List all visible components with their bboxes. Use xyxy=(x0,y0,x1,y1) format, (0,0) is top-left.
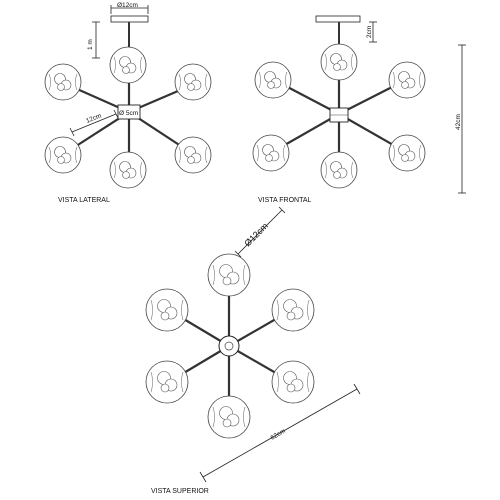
globe-upper-left-frontal xyxy=(254,61,292,99)
total-height-label: 42cm xyxy=(455,114,462,130)
canopy-diameter-label: Ø12cm xyxy=(117,2,138,9)
globe-bottom xyxy=(109,151,147,189)
globe-upper-left-superior xyxy=(145,288,189,332)
globe-top xyxy=(109,46,147,84)
globe-upper-left xyxy=(44,63,82,101)
globe-lower-right-superior xyxy=(271,360,315,404)
globe-lower-left xyxy=(44,136,82,174)
globe-lower-right xyxy=(174,136,212,174)
globe-top-frontal xyxy=(320,43,358,81)
rod-lateral-label: 1 m xyxy=(87,39,94,50)
hub-diameter-label: Ø 5cm xyxy=(119,110,138,117)
canopy-frontal xyxy=(315,15,361,23)
lateral-title: VISTA LATERAL xyxy=(58,197,110,204)
globe-upper-right-frontal xyxy=(388,61,426,99)
hub xyxy=(117,104,141,120)
frontal-view: 2cm VISTA FRONTAL 42cm xyxy=(252,15,466,204)
lateral-view: Ø12cm 1 m Ø 5cm 12cm VISTA LATERAL xyxy=(44,2,212,204)
superior-title: VISTA SUPERIOR xyxy=(151,488,209,495)
globe-upper-right-superior xyxy=(271,288,315,332)
globe-top-superior xyxy=(207,253,251,297)
globe-lower-left-frontal xyxy=(252,134,290,172)
globe-bottom-superior xyxy=(207,395,251,439)
globe-diameter-label: Ø12cm xyxy=(242,221,270,249)
globe-lower-right-frontal xyxy=(388,134,426,172)
rod-frontal-label: 2cm xyxy=(366,26,373,38)
globe-bottom-frontal xyxy=(320,151,358,189)
top-view: Ø12cm 62cm VISTA SUPERIOR xyxy=(145,206,361,495)
total-width-label: 62cm xyxy=(270,428,287,442)
globe-lower-left-superior xyxy=(145,360,189,404)
frontal-title: VISTA FRONTAL xyxy=(258,197,312,204)
canopy xyxy=(110,15,149,23)
globe-upper-right xyxy=(174,63,212,101)
